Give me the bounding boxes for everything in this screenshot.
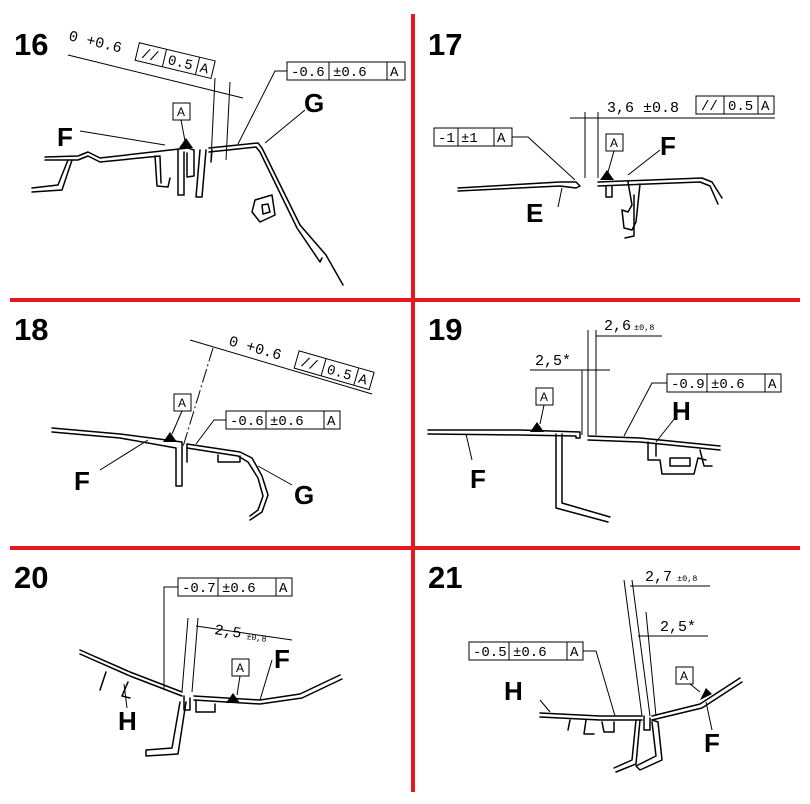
label-e: E	[526, 198, 543, 228]
datum-letter: A	[680, 669, 688, 683]
extension-line	[181, 347, 214, 451]
datum-letter: A	[177, 105, 185, 119]
panel-f-outline	[597, 177, 723, 205]
label-f: F	[274, 644, 290, 674]
panel-number: 19	[428, 312, 462, 347]
datum-box	[231, 658, 250, 677]
label-h: H	[672, 396, 691, 426]
flush-tolerance: ±1	[461, 131, 478, 147]
flush-frame: -0.5 ±0.6 A	[468, 641, 584, 661]
flush-tolerance: ±0.6	[513, 645, 547, 661]
label-f: F	[660, 131, 676, 161]
flush-value: -0.5	[473, 645, 507, 661]
offset-value: 2,5*	[660, 619, 696, 636]
panel-f-outline	[193, 674, 343, 705]
panel-h-outline	[539, 712, 643, 721]
datum-letter: A	[236, 661, 244, 675]
datum-letter: A	[178, 396, 186, 410]
label-f: F	[704, 728, 720, 758]
panel-number: 21	[428, 560, 462, 595]
panel-17: 17 3,6 ±0.8 // 0.5 A -1 ±1 A A	[428, 27, 775, 239]
parallelism-frame: // 0.5 A	[293, 350, 375, 391]
flush-datum: A	[768, 377, 777, 393]
panel-g-outline	[186, 443, 269, 521]
datum-box	[675, 666, 694, 685]
label-g: G	[294, 480, 314, 510]
flush-frame: -0.7 ±0.6 A	[177, 577, 293, 597]
gap-value: 3,6 ±0.8	[607, 100, 679, 117]
flush-datum: A	[390, 65, 399, 81]
panel-number: 20	[14, 560, 48, 595]
label-h: H	[504, 676, 523, 706]
flush-frame: -0.9 ±0.6 A	[666, 373, 782, 393]
label-f: F	[74, 466, 90, 496]
gap-main: 2,7	[645, 569, 672, 586]
flush-value: -0.7	[182, 581, 216, 597]
panel-f-outline	[44, 147, 195, 178]
panel-18: 18 0 +0.6 // 0.5 A -0.6 ±0.6 A A	[14, 312, 375, 521]
flush-tolerance: ±0.6	[270, 414, 304, 430]
flush-datum: A	[570, 645, 579, 661]
panel-g-outline	[208, 142, 344, 286]
flush-value: -0.6	[230, 414, 264, 430]
panel-16: 16 0 +0.6 // 0.5 A -0.6 ±0.6 A	[14, 27, 406, 286]
flush-tolerance: ±0.6	[222, 581, 256, 597]
panel-f-outline	[651, 677, 743, 721]
gap-value: 0 +0.6	[67, 28, 123, 57]
flush-frame: -0.6 ±0.6 A	[225, 410, 341, 430]
panel-h-outline	[587, 435, 721, 451]
label-h: H	[118, 706, 137, 736]
flush-tolerance: ±0.6	[333, 65, 367, 81]
gap-value: 0 +0.6	[227, 333, 284, 364]
gap-callout: 0 +0.6 // 0.5 A	[227, 333, 375, 391]
flush-frame: -1 ±1 A	[433, 127, 513, 147]
parallel-value: 0.5	[728, 99, 753, 115]
datum-box	[535, 387, 554, 406]
datum-letter: A	[540, 390, 548, 404]
gap-main: 2,5	[213, 622, 242, 643]
datum-box	[605, 133, 624, 152]
flush-datum: A	[327, 414, 336, 430]
parallel-value: 0.5	[325, 363, 354, 385]
parallel-value: 0.5	[166, 53, 194, 74]
gap-tolerance: ±0,8	[246, 632, 268, 645]
panel-number: 17	[428, 27, 462, 62]
panel-20: 20 -0.7 ±0.6 A 2,5 ±0,8 A H F	[14, 560, 343, 757]
parallel-symbol: //	[701, 99, 718, 115]
parallelism-frame: // 0.5 A	[134, 42, 216, 80]
panel-h-outline	[79, 649, 183, 697]
parallelism-frame: // 0.5 A	[695, 95, 775, 115]
panel-number: 18	[14, 312, 48, 347]
flush-datum: A	[497, 131, 506, 147]
datum-box	[173, 393, 192, 412]
gap-tolerance: ±0,8	[677, 574, 697, 584]
offset-value: 2,5*	[535, 353, 571, 370]
panel-number: 16	[14, 27, 48, 62]
flush-value: -0.6	[291, 65, 325, 81]
gap-tolerance: ±0,8	[634, 323, 654, 333]
panel-e-outline	[457, 181, 581, 192]
flush-datum: A	[279, 581, 288, 597]
parallel-datum: A	[761, 99, 770, 115]
label-g: G	[304, 88, 324, 118]
flush-frame: -0.6 ±0.6 A	[286, 61, 406, 81]
parallel-symbol: //	[140, 47, 160, 66]
label-f: F	[57, 122, 73, 152]
datum-letter: A	[610, 136, 618, 150]
parallel-symbol: //	[299, 355, 320, 375]
panel-f-outline	[51, 427, 183, 487]
panel-21: 21 2,7 ±0,8 2,5* -0.5 ±0.6 A A H F	[428, 560, 743, 773]
panel-f-outline	[427, 429, 581, 439]
panel-19: 19 2,6 ±0,8 2,5* -0.9 ±0.6 A A F H	[427, 312, 782, 523]
gap-callout: 0 +0.6 // 0.5 A	[67, 28, 216, 80]
gap-main: 2,6	[604, 318, 631, 335]
flush-value: -0.9	[671, 377, 705, 393]
flush-tolerance: ±0.6	[711, 377, 745, 393]
flush-value: -1	[438, 131, 455, 147]
label-f: F	[470, 464, 486, 494]
